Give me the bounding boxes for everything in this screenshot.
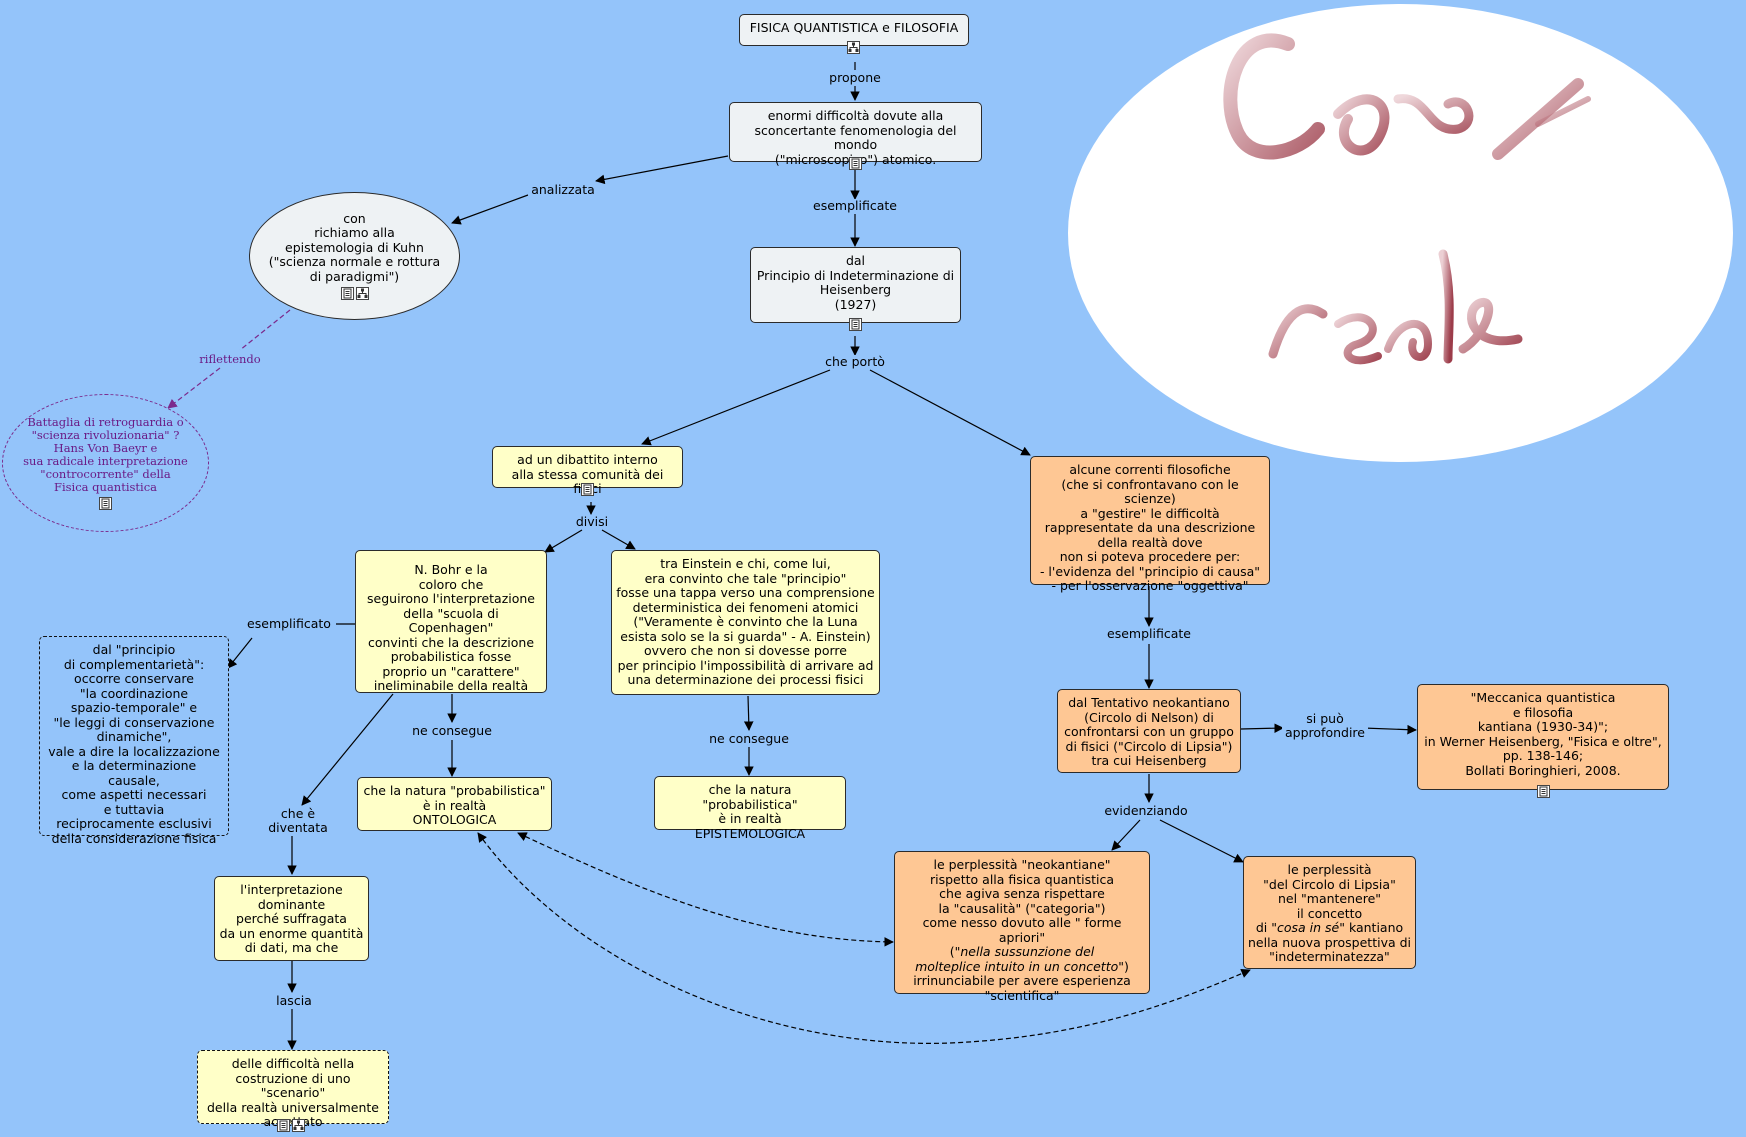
node-dibattito-interno[interactable]: ad un dibattito interno alla stessa comu… xyxy=(492,446,683,496)
node-dominante-text: l'interpretazione dominante perché suffr… xyxy=(219,882,364,955)
edge-riflettendo-baeyer xyxy=(167,367,221,409)
link-propone: propone xyxy=(826,71,884,85)
node-kuhn-text: con richiamo alla epistemologia di Kuhn … xyxy=(268,210,441,284)
link-evidenziando: evidenziando xyxy=(1101,804,1191,818)
edge-ontologica-lipsia xyxy=(477,832,1251,1044)
link-riflettendo: riflettendo xyxy=(199,352,261,366)
node-root-text: FISICA QUANTISTICA e FILOSOFIA xyxy=(749,20,959,35)
node-einstein[interactable]: tra Einstein e chi, come lui, era convin… xyxy=(611,550,880,695)
link-esemplificate-1: esemplificate xyxy=(810,199,900,213)
edge-evidenziando-neokantiane xyxy=(1111,819,1141,851)
link-lascia: lascia xyxy=(273,994,315,1008)
node-complementarieta-text: dal "principio di complementarietà": occ… xyxy=(48,642,220,846)
cos-e-reale-artwork xyxy=(1068,4,1733,462)
lipsia-text-italic: cosa in sé xyxy=(1276,920,1340,935)
link-ne-consegue-2: ne consegue xyxy=(706,732,792,746)
node-correnti-filosofiche[interactable]: alcune correnti filosofiche (che si conf… xyxy=(1030,456,1270,593)
link-esemplificate-2: esemplificate xyxy=(1104,627,1194,641)
document-icon[interactable] xyxy=(99,497,112,510)
node-enormi-difficolta[interactable]: enormi difficoltà dovute alla sconcertan… xyxy=(729,102,982,170)
link-ne-consegue-1: ne consegue xyxy=(409,724,495,738)
edge-ontologica-neokantiane xyxy=(517,832,894,947)
lipsia-text-b: " kantiano nella nuova prospettiva di "i… xyxy=(1248,920,1412,964)
node-einstein-text: tra Einstein e chi, come lui, era convin… xyxy=(616,556,875,687)
edge-cheporto-dibattito xyxy=(641,369,831,446)
node-bohr-copenhagen[interactable]: N. Bohr e la coloro che seguirono l'inte… xyxy=(355,550,547,693)
edge-bohr-cheediventata xyxy=(301,693,394,806)
node-bohr-text: N. Bohr e la coloro che seguirono l'inte… xyxy=(367,562,535,693)
node-natura-ontologica[interactable]: che la natura "probabilistica" è in real… xyxy=(357,777,552,831)
node-epistemologia-kuhn[interactable]: con richiamo alla epistemologia di Kuhn … xyxy=(249,192,460,320)
concept-map-icon[interactable] xyxy=(292,1119,305,1132)
node-neokantiane-text: le perplessità "neokantiane" rispetto al… xyxy=(899,857,1145,1003)
node-heisenberg-text: dal Principio di Indeterminazione di Hei… xyxy=(756,253,955,312)
neokantiane-text-b: ") irrinunciabile per avere esperienza "… xyxy=(913,958,1131,1003)
node-dibattito-text: ad un dibattito interno alla stessa comu… xyxy=(511,452,664,495)
neokantiane-text-a: le perplessità "neokantiane" rispetto al… xyxy=(922,857,1122,959)
edge-divisi-einstein xyxy=(601,529,636,550)
node-battaglia-retroguardia[interactable]: Battaglia di retroguardia o "scienza riv… xyxy=(2,394,209,532)
edge-esemplificato-complementarieta xyxy=(227,637,253,669)
node-natura-epistemologica[interactable]: che la natura "probabilistica" è in real… xyxy=(654,776,846,840)
node-meccanica-text: "Meccanica quantistica e filosofia kanti… xyxy=(1424,690,1662,778)
neokantiane-text-italic: nella sussunzione del molteplice intuito… xyxy=(915,944,1119,974)
node-fisica-quantistica-e-filosofia[interactable]: FISICA QUANTISTICA e FILOSOFIA xyxy=(739,14,969,54)
node-principio-indeterminazione[interactable]: dal Principio di Indeterminazione di Hei… xyxy=(750,247,961,331)
link-analizzata: analizzata xyxy=(528,183,598,197)
document-icon[interactable] xyxy=(277,1119,290,1132)
edge-kuhn-riflettendo xyxy=(239,309,291,351)
document-icon[interactable] xyxy=(849,318,862,331)
node-perplessita-circolo-lipsia[interactable]: le perplessità "del Circolo di Lipsia" n… xyxy=(1243,856,1416,969)
node-baeyer-text: Battaglia di retroguardia o "scienza riv… xyxy=(23,415,188,494)
node-difficolta-scenario[interactable]: delle difficoltà nella costruzione di un… xyxy=(197,1050,389,1132)
node-lipsia-text: le perplessità "del Circolo di Lipsia" n… xyxy=(1248,862,1412,965)
concept-map-icon[interactable] xyxy=(847,41,860,54)
document-icon[interactable] xyxy=(1537,785,1550,798)
node-meccanica-quantistica-filosofia[interactable]: "Meccanica quantistica e filosofia kanti… xyxy=(1417,684,1669,798)
link-si-puo-approfondire: si può approfondire xyxy=(1282,712,1368,740)
edge-difficolta-analizzata xyxy=(595,155,729,185)
node-perplessita-neokantiane[interactable]: le perplessità "neokantiane" rispetto al… xyxy=(894,851,1150,1002)
document-icon[interactable] xyxy=(849,157,862,170)
node-nelson-text: dal Tentativo neokantiano (Circolo di Ne… xyxy=(1064,695,1234,768)
link-esemplificato: esemplificato xyxy=(244,617,334,631)
node-interpretazione-dominante[interactable]: l'interpretazione dominante perché suffr… xyxy=(214,876,369,961)
edge-evidenziando-lipsia xyxy=(1159,819,1244,863)
node-principio-complementarieta[interactable]: dal "principio di complementarietà": occ… xyxy=(39,636,229,845)
artwork-lettering xyxy=(1223,33,1591,365)
concept-map-icon[interactable] xyxy=(355,287,369,301)
node-tentativo-neokantiano[interactable]: dal Tentativo neokantiano (Circolo di Ne… xyxy=(1057,689,1241,773)
document-icon[interactable] xyxy=(340,287,354,301)
edge-analizzata-kuhn xyxy=(451,194,529,225)
edge-einstein-neconsegue xyxy=(743,695,754,731)
document-icon[interactable] xyxy=(581,483,594,496)
edge-divisi-bohr xyxy=(544,529,583,553)
edge-nelson-sipuo xyxy=(1240,723,1284,734)
link-che-porto: che portò xyxy=(822,355,888,369)
edge-cheporto-correnti xyxy=(869,369,1031,456)
node-epistemologica-text: che la natura "probabilistica" è in real… xyxy=(694,782,806,841)
edge-sipuo-meccanica xyxy=(1362,724,1417,735)
link-che-e-diventata: che è diventata xyxy=(265,807,331,835)
node-ontologica-text: che la natura "probabilistica" è in real… xyxy=(363,783,546,827)
link-divisi: divisi xyxy=(572,515,612,529)
node-correnti-text: alcune correnti filosofiche (che si conf… xyxy=(1039,462,1261,593)
lipsia-text-a: le perplessità "del Circolo di Lipsia" n… xyxy=(1255,862,1396,935)
